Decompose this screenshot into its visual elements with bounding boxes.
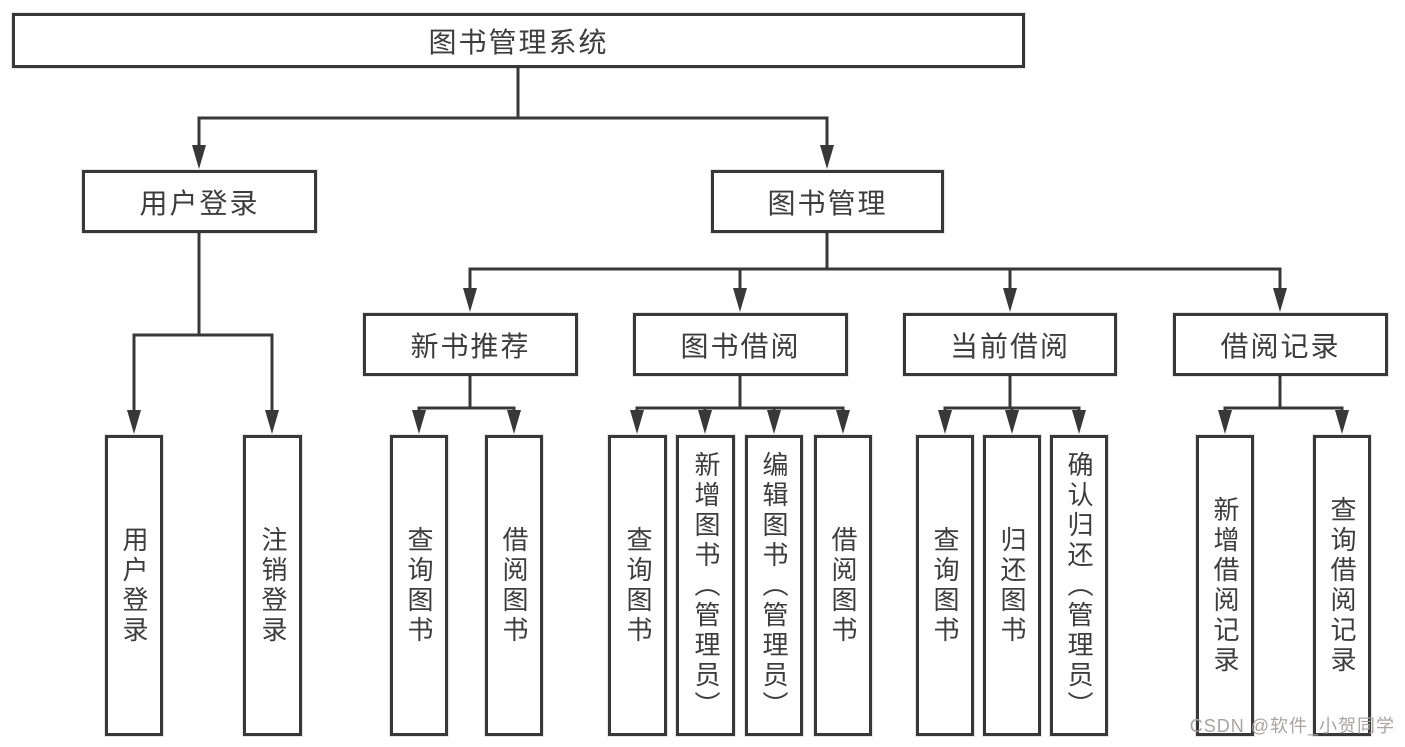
connector-currentborrow-to-leaves (943, 376, 1081, 411)
leaf-borrowing-edit-book-admin: 编辑图书（管理员） (745, 435, 803, 736)
arrow-to-new-book (463, 288, 477, 312)
node-book-borrowing: 图书借阅 (633, 313, 848, 376)
leaf-borrowing-query-book: 查询图书 (608, 435, 667, 736)
arrow-to-book-borrowing (733, 288, 747, 312)
connector-bookborrow-to-leaves (635, 376, 845, 411)
leaf-record-query-borrow-record: 查询借阅记录 (1313, 435, 1371, 736)
node-new-book-recommendation: 新书推荐 (363, 313, 578, 376)
arrow-to-leaf-current-confirm (1072, 410, 1086, 434)
leaf-record-add-borrow-record: 新增借阅记录 (1196, 435, 1254, 736)
node-current-borrowing: 当前借阅 (903, 313, 1117, 376)
arrow-to-current-borrowing (1003, 288, 1017, 312)
arrow-to-borrowing-records (1273, 288, 1287, 312)
leaf-borrowing-borrow-book: 借阅图书 (814, 435, 872, 736)
arrow-to-user-login (192, 145, 206, 169)
arrow-to-leaf-borrow-borrow (836, 410, 850, 434)
node-user-login: 用户登录 (82, 170, 317, 233)
connector-borrowrecord-to-leaves (1223, 376, 1344, 411)
connector-bookmgmt-to-level3 (468, 233, 1282, 290)
arrow-to-leaf-newbook-query (412, 410, 426, 434)
leaf-newbook-borrow-book: 借阅图书 (485, 435, 543, 736)
leaf-logout: 注销登录 (243, 435, 302, 736)
arrow-to-leaf-borrow-edit (767, 410, 781, 434)
connector-userlogin-to-leaves (132, 233, 274, 412)
leaf-current-confirm-return-admin: 确认归还（管理员） (1050, 435, 1108, 736)
leaf-current-return-book: 归还图书 (983, 435, 1041, 736)
leaf-current-query-book: 查询图书 (916, 435, 974, 736)
arrow-to-leaf-logout (265, 410, 279, 434)
arrow-to-leaf-borrow-add (698, 410, 712, 434)
leaf-newbook-query-book: 查询图书 (390, 435, 448, 736)
arrow-to-leaf-newbook-borrow (507, 410, 521, 434)
node-book-management: 图书管理 (711, 170, 944, 233)
arrow-to-leaf-record-add (1218, 410, 1232, 434)
connector-root-to-level2 (197, 68, 829, 146)
leaf-borrowing-add-book-admin: 新增图书（管理员） (676, 435, 735, 736)
connector-newbook-to-leaves (417, 376, 516, 411)
leaf-user-login: 用户登录 (105, 435, 163, 736)
arrow-to-leaf-user-login (127, 410, 141, 434)
arrow-to-leaf-record-query (1335, 410, 1349, 434)
arrow-to-leaf-current-return (1005, 410, 1019, 434)
node-root-library-system: 图书管理系统 (12, 13, 1025, 68)
arrow-to-leaf-current-query (938, 410, 952, 434)
csdn-watermark: CSDN @软件_小贺同学 (1189, 716, 1395, 736)
arrow-to-book-management (820, 145, 834, 169)
node-borrowing-records: 借阅记录 (1173, 313, 1388, 376)
arrow-to-leaf-borrow-query (630, 410, 644, 434)
